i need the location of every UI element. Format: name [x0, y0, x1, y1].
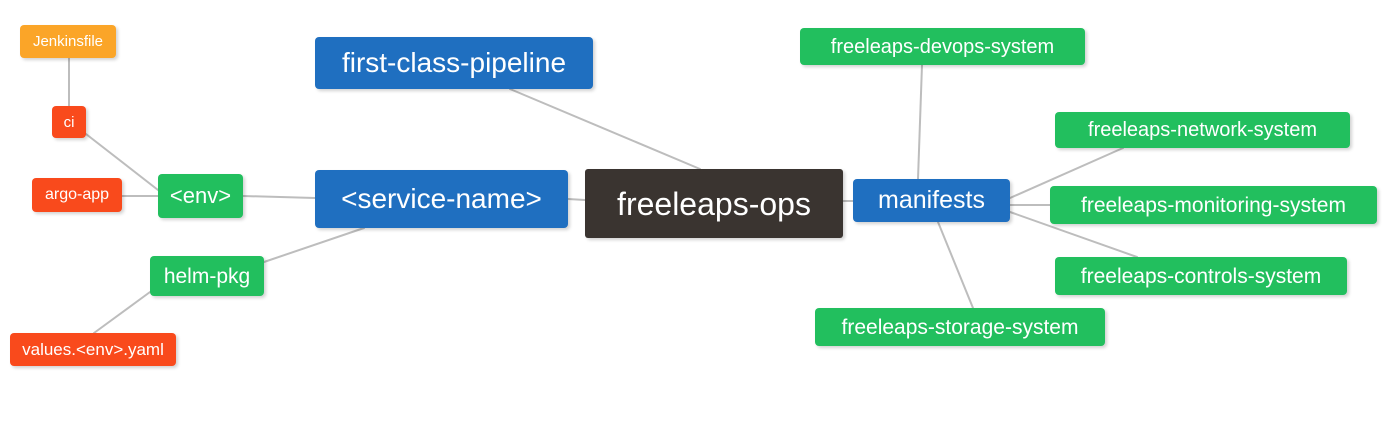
- node-storage-system[interactable]: freeleaps-storage-system: [815, 308, 1105, 346]
- node-first-class-pipeline[interactable]: first-class-pipeline: [315, 37, 593, 89]
- edge-env-to-service-name: [242, 195, 316, 199]
- node-values-yaml[interactable]: values.<env>.yaml: [10, 333, 176, 366]
- node-label-freeleaps-ops: freeleaps-ops: [617, 185, 811, 222]
- node-label-monitoring-system: freeleaps-monitoring-system: [1081, 193, 1346, 217]
- node-label-env: <env>: [169, 183, 232, 208]
- node-helm-pkg[interactable]: helm-pkg: [150, 256, 264, 296]
- node-label-manifests: manifests: [878, 186, 985, 214]
- node-service-name[interactable]: <service-name>: [315, 170, 568, 228]
- node-label-network-system: freeleaps-network-system: [1088, 119, 1317, 141]
- node-label-controls-system: freeleaps-controls-system: [1080, 264, 1322, 288]
- node-devops-system[interactable]: freeleaps-devops-system: [800, 28, 1085, 65]
- node-env[interactable]: <env>: [158, 174, 243, 218]
- node-label-first-class-pipeline: first-class-pipeline: [341, 47, 567, 78]
- node-label-argo-app: argo-app: [44, 186, 110, 203]
- node-label-storage-system: freeleaps-storage-system: [841, 315, 1079, 339]
- node-manifests[interactable]: manifests: [853, 179, 1010, 222]
- node-freeleaps-ops[interactable]: freeleaps-ops: [585, 169, 843, 238]
- node-label-devops-system: freeleaps-devops-system: [830, 35, 1055, 58]
- edge-service-name-to-helm-pkg: [263, 227, 365, 263]
- node-ci[interactable]: ci: [52, 106, 86, 138]
- node-monitoring-system[interactable]: freeleaps-monitoring-system: [1050, 186, 1377, 224]
- node-argo-app[interactable]: argo-app: [32, 178, 122, 212]
- edge-first-class-pipeline-to-freeleaps-ops: [509, 88, 701, 170]
- node-label-values-yaml: values.<env>.yaml: [22, 340, 164, 359]
- node-network-system[interactable]: freeleaps-network-system: [1055, 112, 1350, 148]
- node-controls-system[interactable]: freeleaps-controls-system: [1055, 257, 1347, 295]
- node-label-helm-pkg: helm-pkg: [163, 264, 251, 288]
- node-jenkinsfile[interactable]: Jenkinsfile: [20, 25, 116, 58]
- node-label-jenkinsfile: Jenkinsfile: [32, 33, 104, 50]
- edge-manifests-to-storage-system: [937, 221, 974, 309]
- edge-helm-pkg-to-values-yaml: [93, 291, 151, 334]
- edge-manifests-to-devops-system: [917, 64, 923, 180]
- node-label-ci: ci: [63, 113, 75, 131]
- node-label-service-name: <service-name>: [341, 183, 542, 214]
- edge-service-name-to-freeleaps-ops: [567, 198, 586, 201]
